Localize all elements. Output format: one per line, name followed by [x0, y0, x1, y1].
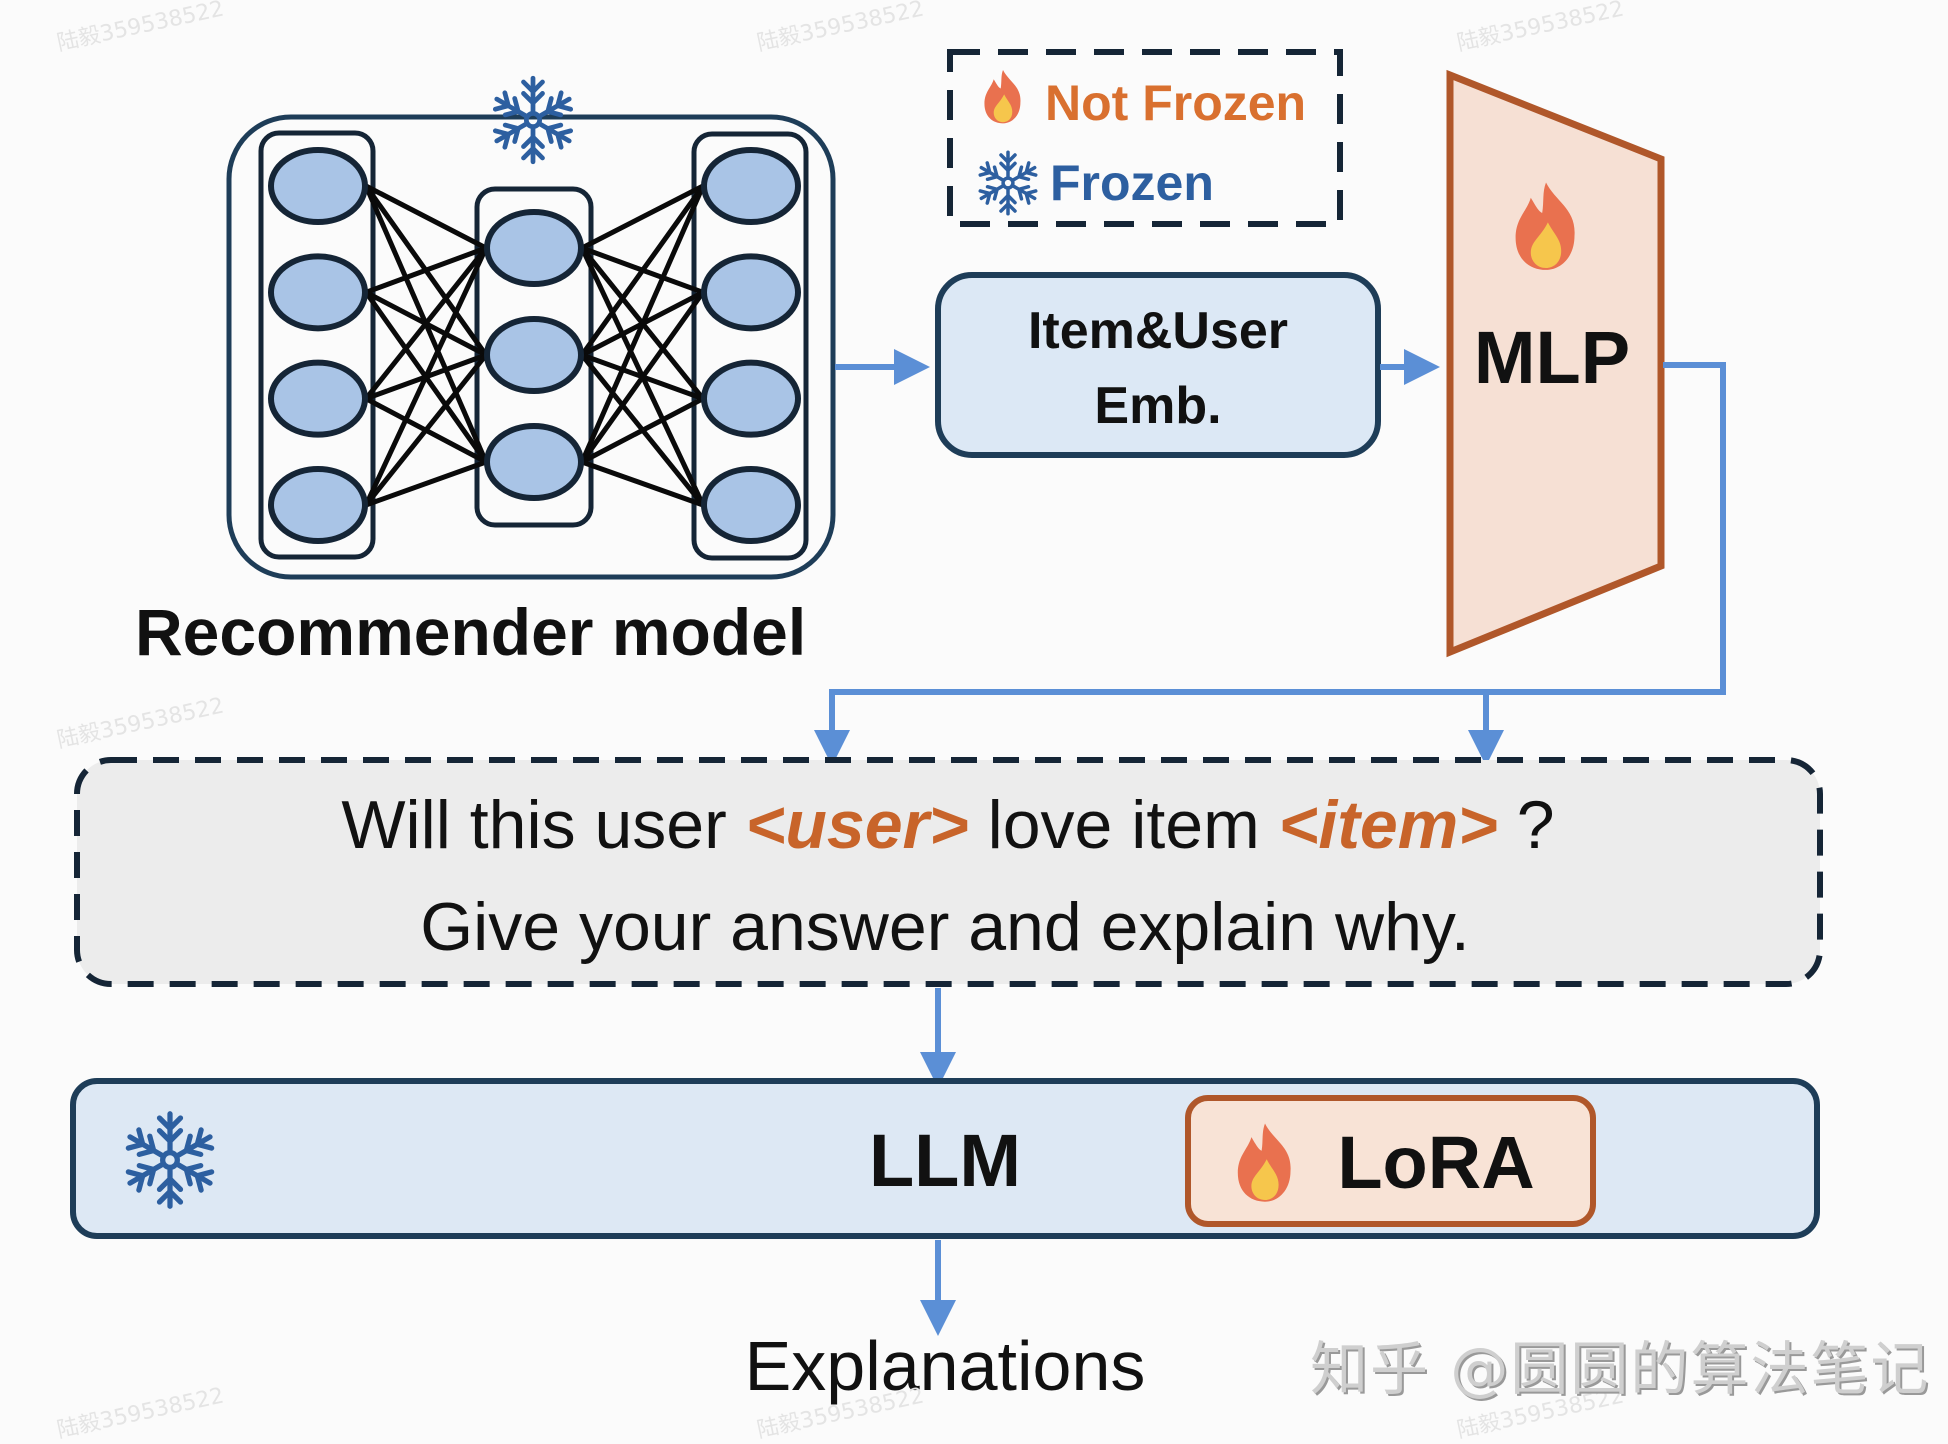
item-token: <item> — [1279, 787, 1498, 863]
legend: Not Frozen Frozen — [947, 49, 1343, 227]
explanations-label: Explanations — [745, 1327, 1146, 1405]
user-token: <user> — [746, 787, 969, 863]
network-node — [484, 423, 584, 501]
legend-not-frozen: Not Frozen — [1045, 75, 1306, 131]
lora-box — [1185, 1095, 1596, 1227]
prompt-line1: Will this user <user> love item <item> ? — [341, 787, 1554, 863]
network-node — [701, 253, 801, 332]
network-node — [701, 359, 801, 438]
recommender-label: Recommender model — [135, 595, 806, 669]
network-node — [701, 147, 801, 225]
network-edge — [365, 245, 487, 295]
network-edge — [580, 183, 705, 251]
network-node — [268, 253, 368, 332]
arrow-to-user-token — [814, 362, 1726, 766]
network-node — [268, 147, 368, 225]
legend-frozen: Frozen — [1050, 155, 1214, 211]
network-node — [701, 466, 801, 544]
network-nodes — [268, 147, 801, 544]
network-edge — [364, 183, 488, 251]
network-edge — [363, 246, 489, 507]
network-edge — [579, 290, 706, 464]
prompt-line2: Give your answer and explain why. — [420, 889, 1469, 965]
network-edges — [363, 183, 706, 508]
network-edge — [364, 246, 488, 401]
zhihu-credit: 知乎 @圆圆的算法笔记 — [1310, 1335, 1931, 1403]
snowflake-icon — [978, 152, 1038, 214]
network-edge — [365, 459, 487, 508]
embedding-label-line2: Emb. — [1094, 377, 1221, 435]
embedding-box: Item&User Emb. — [935, 272, 1381, 458]
recommender-model — [226, 78, 836, 580]
network-edge — [580, 396, 705, 465]
fire-icon — [984, 70, 1021, 124]
llm-label: LLM — [869, 1119, 1021, 1202]
llm-block: LLM LoRA — [70, 1078, 1820, 1239]
snowflake-icon — [492, 78, 574, 162]
network-node — [484, 209, 584, 287]
network-node — [484, 316, 584, 394]
lora-label: LoRA — [1337, 1121, 1534, 1204]
mlp-block: MLP — [1446, 69, 1665, 658]
network-node — [268, 466, 368, 544]
network-edge — [579, 184, 706, 357]
mlp-label: MLP — [1474, 316, 1630, 399]
network-edge — [364, 353, 488, 507]
network-node — [268, 359, 368, 438]
network-edge — [579, 184, 706, 464]
network-edge — [581, 459, 704, 508]
prompt-box: Will this user <user> love item <item> ?… — [74, 757, 1823, 987]
embedding-label-line1: Item&User — [1028, 302, 1288, 360]
